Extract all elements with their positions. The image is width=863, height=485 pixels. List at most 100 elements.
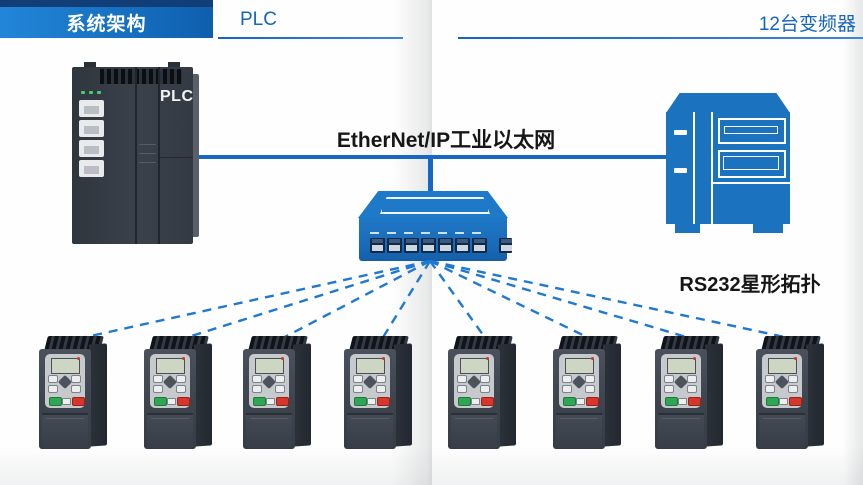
switch-rj45-port bbox=[370, 238, 385, 253]
rs232-link-line bbox=[181, 259, 431, 341]
inverter-row bbox=[0, 336, 863, 456]
inverter-arrow-pad bbox=[466, 374, 482, 390]
server-panel-line bbox=[693, 112, 695, 224]
rs232-link-line bbox=[429, 259, 592, 341]
switch-top-face bbox=[358, 191, 508, 218]
inverter-side-face bbox=[705, 343, 723, 447]
inverter-status-led bbox=[486, 357, 489, 360]
inverter-lower-cover bbox=[246, 413, 292, 448]
inverter-device bbox=[551, 336, 623, 454]
plc-device: PLC bbox=[72, 62, 200, 244]
server-foot bbox=[753, 224, 783, 233]
inverter-front-face bbox=[344, 349, 396, 449]
inverter-lcd-display bbox=[156, 358, 185, 374]
inverter-run-button bbox=[665, 397, 678, 406]
inverter-keypad bbox=[664, 374, 698, 393]
inverter-mode-button bbox=[576, 398, 585, 405]
rs232-link-line bbox=[280, 259, 431, 341]
plc-led bbox=[97, 91, 101, 94]
inverter-status-led bbox=[281, 357, 284, 360]
server-top-face bbox=[666, 93, 790, 113]
plc-led bbox=[89, 91, 93, 94]
rs232-link-line bbox=[380, 260, 432, 340]
plc-rj45-port bbox=[79, 100, 104, 117]
drive-bay-slot bbox=[724, 126, 778, 134]
plc-device-label: PLC bbox=[160, 88, 194, 105]
inverter-run-button bbox=[253, 397, 266, 406]
inverter-device bbox=[241, 336, 313, 454]
server-device bbox=[666, 93, 792, 235]
inverter-stop-button bbox=[789, 397, 802, 406]
switch-port-label bbox=[370, 232, 379, 234]
plc-module-divider bbox=[135, 67, 137, 244]
plc-grooves bbox=[139, 144, 156, 171]
inverters-section-label: 12台变频器 bbox=[758, 14, 856, 35]
page-title: 系统架构 bbox=[0, 7, 213, 38]
switch-port-label bbox=[387, 232, 396, 234]
inverter-side-face bbox=[603, 343, 621, 447]
inverter-mode-button bbox=[62, 398, 71, 405]
inverter-run-button bbox=[49, 397, 62, 406]
inverter-stop-button bbox=[377, 397, 390, 406]
drive-bay-slot bbox=[723, 156, 779, 170]
inverter-arrow-pad bbox=[261, 374, 277, 390]
inverter-lcd-display bbox=[460, 358, 489, 374]
inverter-status-led bbox=[77, 357, 80, 360]
inverter-side-face bbox=[194, 343, 212, 447]
inverter-device bbox=[653, 336, 725, 454]
inverter-side-face bbox=[394, 343, 412, 447]
inverter-stop-button bbox=[276, 397, 289, 406]
plc-module-divider bbox=[158, 67, 160, 244]
inverter-lower-cover bbox=[556, 413, 602, 448]
plc-ethernet-ports bbox=[79, 100, 104, 177]
inverter-keypad bbox=[48, 374, 82, 393]
inverter-lcd-display bbox=[667, 358, 696, 374]
inverter-stop-button bbox=[177, 397, 190, 406]
inverter-keypad bbox=[353, 374, 387, 393]
inverter-arrow-pad bbox=[162, 374, 178, 390]
inverter-front-face bbox=[448, 349, 500, 449]
inverter-lcd-display bbox=[255, 358, 284, 374]
inverter-mode-button bbox=[266, 398, 275, 405]
rs232-link-line bbox=[429, 260, 487, 340]
switch-port-label bbox=[404, 232, 413, 234]
inverter-lcd-display bbox=[356, 358, 385, 374]
inverter-status-led bbox=[693, 357, 696, 360]
inverter-status-led bbox=[794, 357, 797, 360]
inverter-lower-cover bbox=[347, 413, 393, 448]
inverters-section-underline bbox=[458, 37, 863, 39]
inverter-lower-cover bbox=[42, 413, 88, 448]
switch-ports bbox=[370, 238, 512, 253]
inverter-stop-button bbox=[586, 397, 599, 406]
switch-port-label bbox=[438, 232, 447, 234]
inverter-status-led bbox=[382, 357, 385, 360]
inverter-front-face bbox=[553, 349, 605, 449]
inverter-lower-cover bbox=[658, 413, 704, 448]
header-accent-strip bbox=[0, 0, 213, 7]
inverter-stop-button bbox=[481, 397, 494, 406]
inverter-mode-button bbox=[471, 398, 480, 405]
plc-section-underline bbox=[218, 37, 403, 39]
switch-port-label bbox=[472, 232, 481, 234]
switch-port-label bbox=[421, 232, 430, 234]
plc-side-edge bbox=[193, 74, 199, 237]
rs232-link-line bbox=[429, 259, 795, 341]
inverter-side-face bbox=[498, 343, 516, 447]
inverter-arrow-pad bbox=[57, 374, 73, 390]
inverter-arrow-pad bbox=[673, 374, 689, 390]
inverter-run-button bbox=[563, 397, 576, 406]
inverter-status-led bbox=[182, 357, 185, 360]
inverter-stop-button bbox=[72, 397, 85, 406]
inverter-lower-cover bbox=[451, 413, 497, 448]
inverter-device bbox=[342, 336, 414, 454]
inverter-control-panel bbox=[350, 354, 390, 408]
server-vent-slot bbox=[674, 130, 687, 135]
inverter-device bbox=[37, 336, 109, 454]
inverter-mode-button bbox=[167, 398, 176, 405]
plc-section-label: PLC bbox=[240, 9, 277, 30]
plc-rj45-port bbox=[79, 140, 104, 157]
switch-port-labels bbox=[370, 232, 481, 234]
plc-led bbox=[81, 91, 85, 94]
